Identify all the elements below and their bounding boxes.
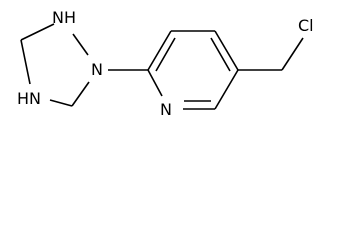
bond-c2-c3-inner bbox=[155, 37, 176, 72]
bond-ch2-cl bbox=[281, 37, 304, 71]
bond-ch2-lower-hn bbox=[49, 99, 73, 107]
atom-label-n-pyridine: N bbox=[160, 100, 172, 119]
chemical-structure: NH N HN N Cl bbox=[17, 8, 314, 119]
pyridine-ring bbox=[147, 30, 239, 110]
atom-label-n-ring: N bbox=[91, 60, 103, 79]
atom-label-cl: Cl bbox=[298, 16, 314, 35]
bond-ch2-nh-top bbox=[20, 23, 55, 41]
atom-label-hn-bottom: HN bbox=[17, 89, 41, 108]
bond-c4-c5-inner bbox=[210, 37, 231, 72]
atom-label-nh-top: NH bbox=[52, 8, 76, 27]
bond-hn-ch2-left bbox=[20, 39, 31, 85]
triazolidine-ring bbox=[20, 23, 90, 107]
bond-c4-c5 bbox=[214, 30, 239, 71]
bond-c2-c3 bbox=[147, 30, 172, 71]
bond-n-ring-ch2-lower bbox=[71, 81, 90, 107]
bond-nh-top-n-ring bbox=[72, 33, 89, 56]
bond-n-c2 bbox=[147, 69, 163, 97]
bond-c5-c6 bbox=[214, 69, 239, 110]
